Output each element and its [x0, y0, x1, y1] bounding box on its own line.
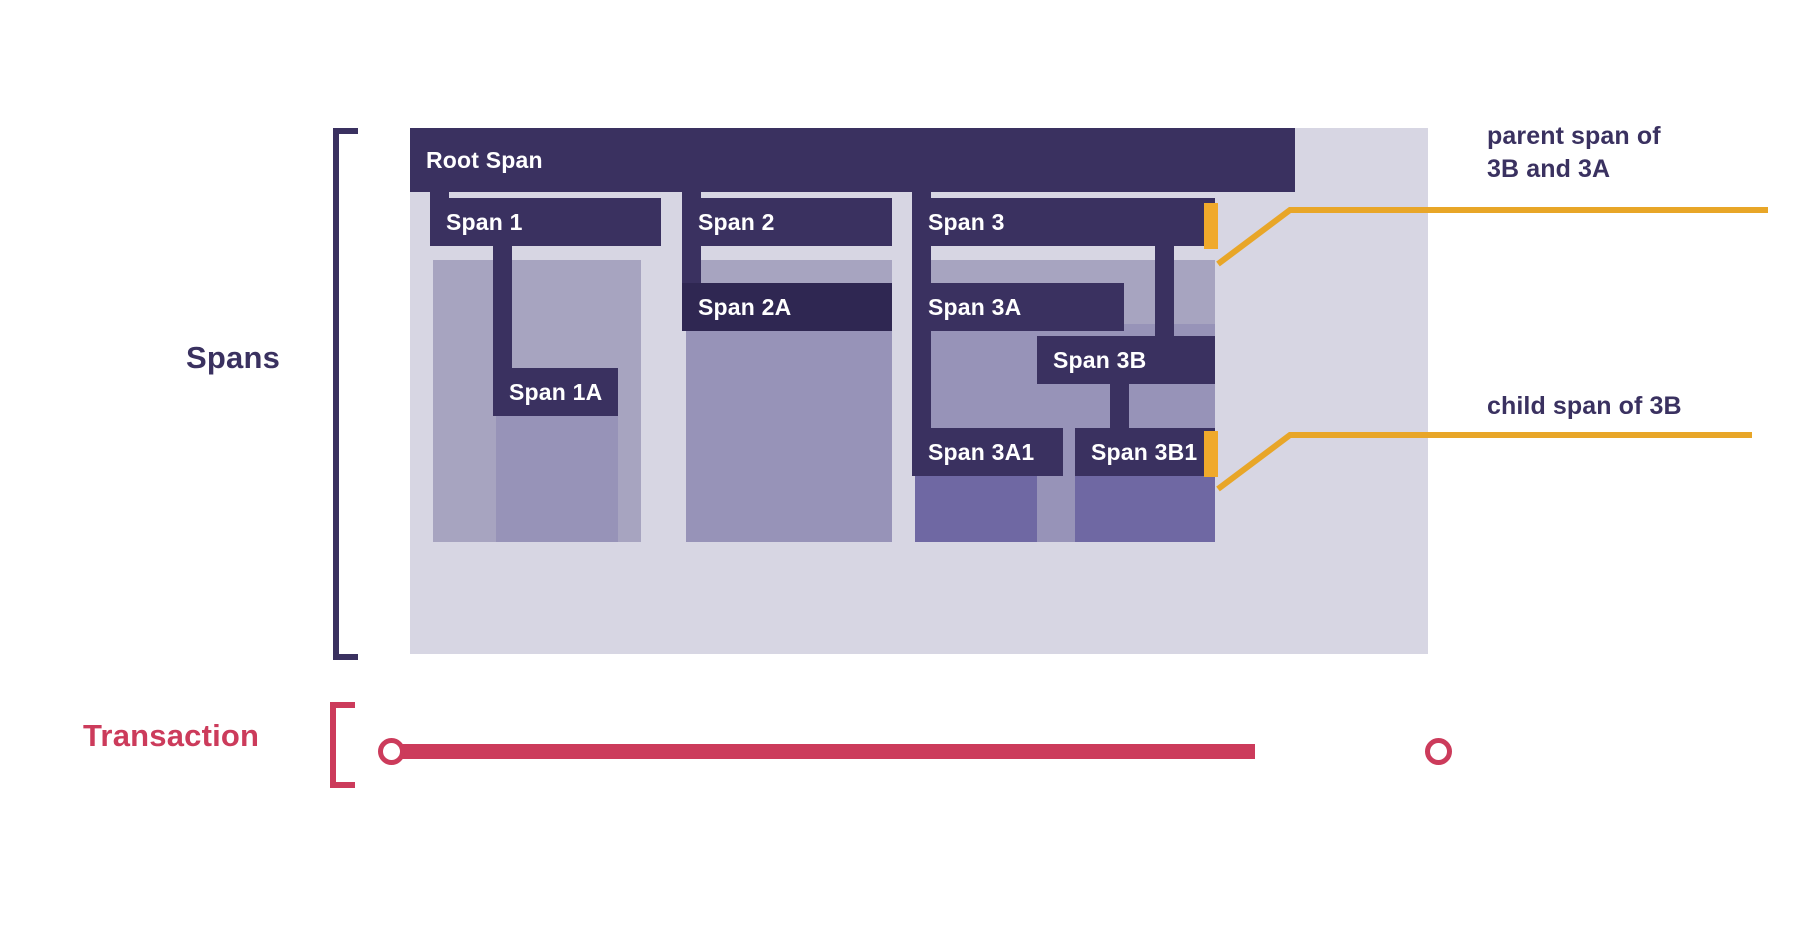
- span-label-span-3: Span 3: [928, 208, 1005, 235]
- span-label-span-3a1: Span 3A1: [928, 438, 1035, 465]
- spans-axis-label: Spans: [186, 340, 281, 375]
- parent-callout-text: parent span of 3B and 3A: [1487, 120, 1787, 185]
- span-2a-region: [686, 324, 892, 542]
- transaction-axis-label: Transaction: [83, 718, 260, 753]
- child-span-marker-icon: [1204, 431, 1218, 477]
- span-bar-span-3b[interactable]: Span 3B: [1037, 336, 1215, 384]
- child-callout-leader-line: [1216, 432, 1752, 492]
- span-label-span-2: Span 2: [698, 208, 775, 235]
- span-label-root: Root Span: [426, 146, 543, 173]
- span-label-span-1a: Span 1A: [509, 378, 603, 405]
- spans-canvas: Root Span Span 1 Span 1A Span 2 Span 2A …: [410, 128, 1428, 654]
- child-callout-text: child span of 3B: [1487, 390, 1801, 423]
- span-bar-span-3b1[interactable]: Span 3B1: [1075, 428, 1215, 476]
- span-1a-region: [496, 408, 618, 542]
- span-label-span-1: Span 1: [446, 208, 523, 235]
- parent-callout-line-1: parent span of: [1487, 122, 1661, 150]
- span-bar-span-2a[interactable]: Span 2A: [682, 283, 892, 331]
- span-bar-root[interactable]: Root Span: [410, 128, 1295, 192]
- span-bar-span-3a[interactable]: Span 3A: [912, 283, 1124, 331]
- span-label-span-3b: Span 3B: [1053, 346, 1147, 373]
- spans-bracket: [333, 128, 358, 660]
- transaction-end-endpoint: [1425, 738, 1452, 765]
- span-label-span-2a: Span 2A: [698, 293, 792, 320]
- span-bar-span-1a[interactable]: Span 1A: [493, 368, 618, 416]
- span-bar-span-1[interactable]: Span 1: [430, 198, 661, 246]
- child-callout-line-1: child span of 3B: [1487, 392, 1682, 420]
- span-bar-span-3a1[interactable]: Span 3A1: [912, 428, 1063, 476]
- transaction-bracket: [330, 702, 355, 788]
- span-bar-span-2[interactable]: Span 2: [682, 198, 892, 246]
- span-label-span-3a: Span 3A: [928, 293, 1022, 320]
- parent-callout-line-2: 3B and 3A: [1487, 154, 1611, 183]
- span-label-span-3b1: Span 3B1: [1091, 438, 1198, 465]
- transaction-track: [385, 744, 1255, 759]
- parent-span-marker-icon: [1204, 203, 1218, 249]
- transaction-start-endpoint: [378, 738, 405, 765]
- parent-callout-leader-line: [1216, 207, 1768, 267]
- span-bar-span-3[interactable]: Span 3: [912, 198, 1215, 246]
- span-3b1-region: [1075, 468, 1215, 542]
